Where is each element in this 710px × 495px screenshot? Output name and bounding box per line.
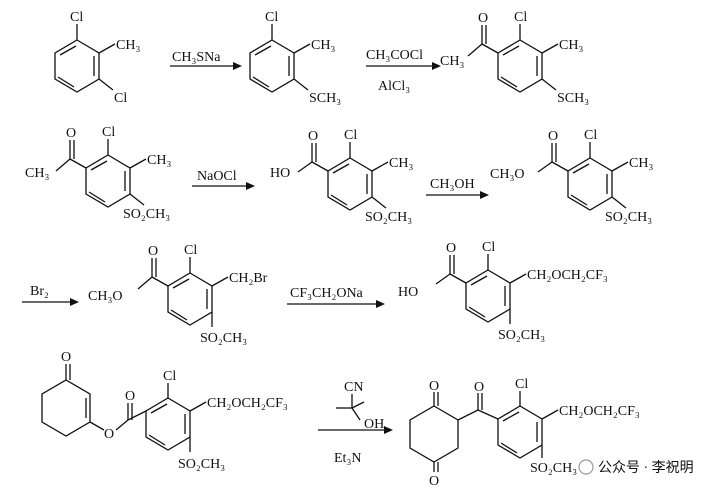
substituent-label: Cl [344,128,357,143]
substituent-label: Cl [482,240,495,255]
substituent-label: CH₂OCH₂CF₃ [527,268,608,283]
substituent-label: SO₂CH₃ [365,210,412,225]
molecule-2-3-dichlorotoluene: Cl CH₃ Cl [54,10,140,106]
substituent-label: SCH₃ [309,91,341,106]
molecule-final-triketone: O O O Cl CH₂OCH₂CF₃ SO₂CH₃ [409,377,640,489]
watermark-text: 公众号 · 李祝明 [598,460,694,476]
substituent-label: CH₃ [311,38,335,53]
substituent-label: Cl [114,91,127,106]
reaction-arrow-6: CF₃CH₂ONa [287,286,385,308]
substituent-label: O [125,389,135,404]
substituent-label: O [548,129,558,144]
reagent-label: CH₃OH [430,177,475,192]
substituent-label: O [66,126,76,141]
reagent-label: AlCl₃ [378,79,410,94]
substituent-label: SO₂CH₃ [200,331,247,346]
substituent-label: O [429,474,439,489]
molecule-benzyl-bromide: O CH₃O Cl CH₂Br SO₂CH₃ [88,243,268,346]
reagent-label: NaOCl [197,169,237,184]
substituent-label: CH₃ [116,38,140,53]
molecule-benzoic-acid-sulfone: O HO Cl CH₃ SO₂CH₃ [270,128,413,225]
reagent-label: Br₂ [30,284,49,299]
substituent-label: SO₂CH₃ [530,461,577,476]
wechat-icon [578,459,594,475]
reaction-arrow-4: CH₃OH [426,177,489,199]
molecule-enol-ester: O O O Cl CH₂OCH₂CF₃ SO₂CH₃ [41,350,288,472]
substituent-label: O [148,244,158,259]
substituent-label: SO₂CH₃ [498,328,545,343]
substituent-label: SO₂CH₃ [605,210,652,225]
substituent-label: CH₃ [147,153,171,168]
reagent-label: CF₃CH₂ONa [290,286,364,301]
catalyst-label: OH [364,417,384,432]
reagent-label: CH₃SNa [172,50,221,65]
substituent-label: Cl [514,10,527,25]
substituent-label: Cl [184,243,197,258]
substituent-label: HO [270,166,290,181]
molecule-acetophenone-sulfone: O CH₃ Cl CH₃ SO₂CH₃ [25,125,171,222]
molecule-thioether: Cl CH₃ SCH₃ [249,10,341,106]
substituent-label: O [478,11,488,26]
substituent-label: CH₂OCH₂CF₃ [207,396,288,411]
substituent-label: Cl [163,369,176,384]
substituent-label: CH₂Br [229,271,268,286]
reaction-arrow-1: CH₃SNa [170,50,242,70]
substituent-label: CH₃ [440,54,464,69]
substituent-label: CH₃ [25,166,49,181]
substituent-label: SO₂CH₃ [178,457,225,472]
substituent-label: O [104,427,114,442]
substituent-label: O [61,350,71,365]
substituent-label: CH₃ [629,156,653,171]
watermark: 公众号 · 李祝明 [578,459,694,476]
catalyst-label: CN [344,380,363,395]
reaction-arrow-5: Br₂ [22,284,79,306]
substituent-label: Cl [102,125,115,140]
substituent-label: O [446,241,456,256]
substituent-label: O [308,129,318,144]
substituent-label: CH₃ [389,156,413,171]
reaction-arrow-7: CN OH Et₃N [318,380,393,466]
substituent-label: CH₃O [490,167,524,182]
substituent-label: Cl [265,10,278,25]
reagent-label: Et₃N [334,451,361,466]
substituent-label: HO [398,285,418,300]
substituent-label: SCH₃ [557,91,589,106]
molecule-methyl-ester-sulfone: O CH₃O Cl CH₃ SO₂CH₃ [490,128,653,225]
substituent-label: CH₃ [559,38,583,53]
substituent-label: O [474,380,484,395]
substituent-label: O [429,379,439,394]
molecule-acetophenone-thioether: O CH₃ Cl CH₃ SCH₃ [440,10,589,106]
substituent-label: Cl [70,10,83,25]
substituent-label: CH₂OCH₂CF₃ [559,404,640,419]
substituent-label: CH₃O [88,289,122,304]
reagent-label: CH₃COCl [366,48,423,63]
substituent-label: SO₂CH₃ [123,207,170,222]
substituent-label: Cl [515,377,528,392]
reaction-arrow-3: NaOCl [192,169,255,190]
molecule-trifluoroethoxymethyl-acid: O HO Cl CH₂OCH₂CF₃ SO₂CH₃ [398,240,608,343]
reaction-arrow-2: CH₃COCl AlCl₃ [366,48,441,94]
substituent-label: Cl [584,128,597,143]
